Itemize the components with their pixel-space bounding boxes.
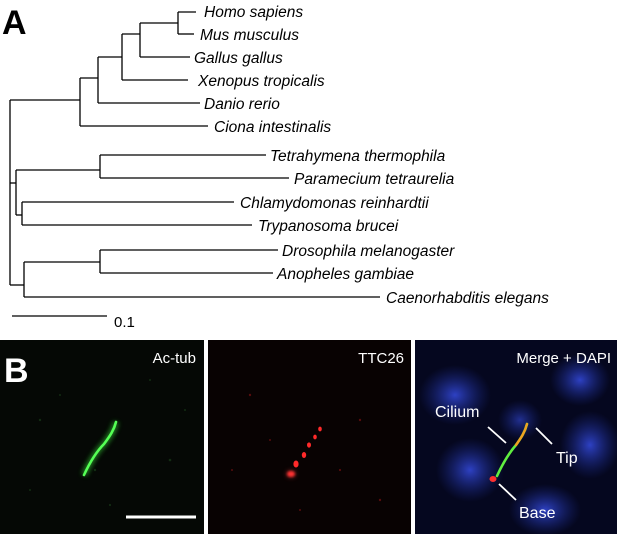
scale-bar-label: 0.1 [114, 314, 135, 331]
tree-scale-bar: 0.1 [12, 314, 135, 331]
acetylated-tubulin-cilium [82, 420, 118, 477]
dapi-nuclei [419, 354, 617, 534]
taxon-label: Tetrahymena thermophila [270, 148, 446, 165]
panel-b: Ac-tub TTC26 [0, 340, 617, 534]
taxon-label: Ciona intestinalis [214, 119, 331, 136]
label-ttc26: TTC26 [358, 350, 404, 367]
micrograph-background [208, 340, 411, 534]
merged-base-signal [489, 476, 497, 482]
micrograph-ttc26: TTC26 [208, 340, 411, 534]
taxon-label: Anopheles gambiae [276, 266, 414, 283]
micrograph-background [0, 340, 204, 534]
base-pointer [498, 483, 517, 501]
taxon-label: Xenopus tropicalis [197, 73, 325, 90]
micrograph-merge: Cilium Tip Base Merge + DAPI [415, 340, 617, 534]
taxon-labels: Homo sapiens Mus musculus Gallus gallus … [194, 4, 549, 307]
taxon-label: Mus musculus [200, 27, 299, 44]
taxon-label: Trypanosoma brucei [258, 218, 399, 235]
annotation-tip: Tip [556, 450, 578, 467]
micrograph-ac-tub: Ac-tub [0, 340, 204, 534]
cilium-pointer [487, 426, 507, 444]
taxon-label: Drosophila melanogaster [282, 243, 455, 260]
annotation-base: Base [519, 505, 556, 522]
taxon-label: Danio rerio [204, 96, 280, 113]
taxon-label: Gallus gallus [194, 50, 283, 67]
taxon-label: Paramecium tetraurelia [294, 171, 455, 188]
taxon-label: Homo sapiens [204, 4, 303, 21]
merged-cilium-overlap [514, 422, 529, 447]
taxon-label: Chlamydomonas reinhardtii [240, 195, 429, 212]
panel-a: A [2, 4, 549, 331]
background-speckle [231, 393, 382, 511]
label-ac-tub: Ac-tub [153, 350, 196, 367]
label-merge-dapi: Merge + DAPI [516, 350, 611, 367]
taxon-label: Caenorhabditis elegans [386, 290, 549, 307]
annotation-cilium: Cilium [435, 404, 479, 421]
panel-b-letter: B [4, 352, 29, 390]
panel-a-letter: A [2, 4, 27, 42]
tip-pointer [535, 427, 553, 445]
ttc26-signal [286, 426, 322, 478]
phylogenetic-tree [9, 11, 380, 298]
background-speckle [29, 379, 186, 507]
